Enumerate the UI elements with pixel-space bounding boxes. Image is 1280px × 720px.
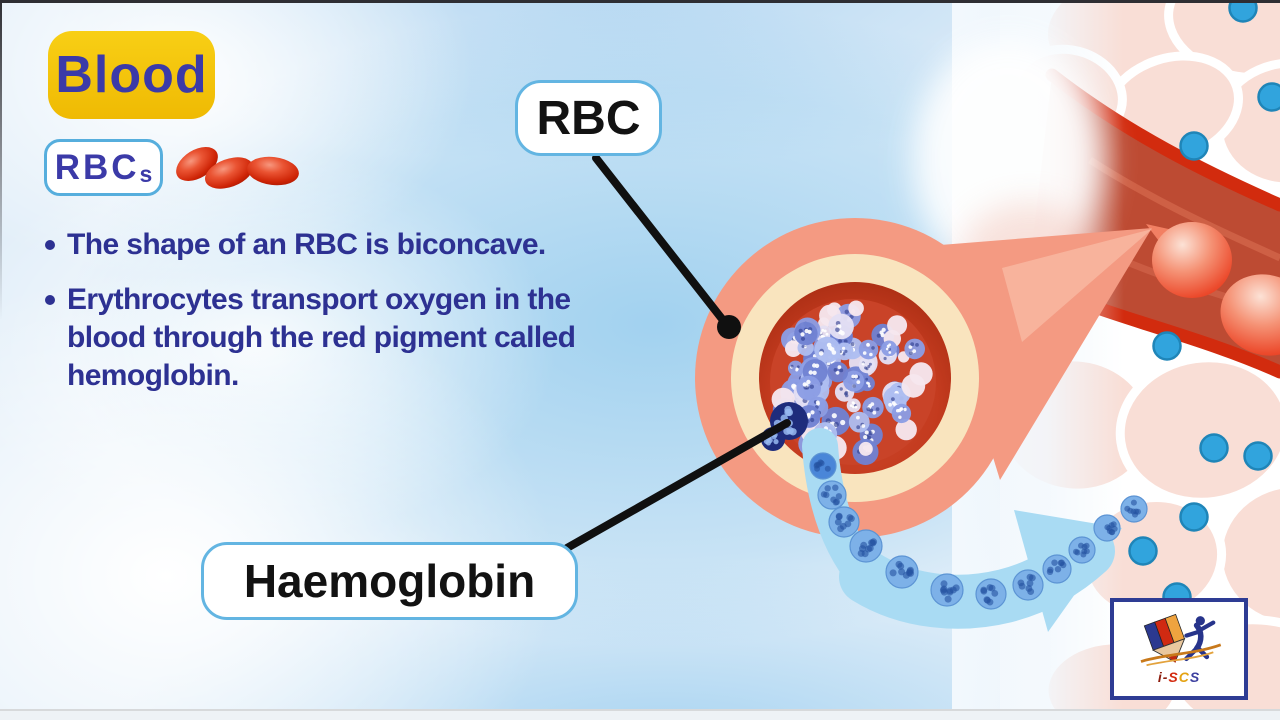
logo-letter: i- — [1157, 669, 1169, 685]
pointer-line-haemoglobin — [563, 419, 791, 552]
pencil-icon — [1143, 613, 1186, 663]
title-badge: Blood — [48, 31, 215, 119]
red-blood-cells — [176, 146, 299, 189]
logo-wordmark: i-SCS — [1158, 669, 1200, 685]
page-title: Blood — [55, 46, 208, 104]
bullet-item: Erythrocytes transport oxygen in the blo… — [40, 281, 655, 395]
rbcs-badge: RBC s — [44, 139, 163, 196]
logo-letter: S — [1189, 669, 1201, 685]
pointer-line-rbc — [592, 154, 741, 339]
logo-graphic — [1140, 613, 1222, 667]
frame-left-edge — [0, 0, 2, 320]
rbcs-badge-label: RBC — [54, 147, 140, 187]
rbcs-badge-suffix: s — [139, 161, 153, 187]
bullet-list: The shape of an RBC is biconcave. Erythr… — [40, 226, 655, 412]
logo-swoosh-2 — [1146, 651, 1214, 667]
oxygen-dots — [1128, 0, 1280, 612]
frame-bottom-edge — [0, 709, 1280, 720]
haemoglobin-callout-label: Haemoglobin — [201, 542, 578, 620]
oxygenated-molecules — [809, 452, 1148, 610]
vessel-rbc — [1146, 222, 1280, 356]
haemoglobin-callout-text: Haemoglobin — [243, 555, 536, 607]
frame-top-edge — [0, 0, 1280, 3]
logo-letter: C — [1178, 669, 1190, 685]
rbc-callout-text: RBC — [536, 91, 641, 145]
channel-logo: i-SCS — [1110, 598, 1248, 700]
logo-swoosh — [1140, 643, 1222, 663]
rbc-cross-section — [695, 218, 1015, 538]
logo-letter: S — [1168, 669, 1179, 685]
bullet-item: The shape of an RBC is biconcave. — [40, 226, 655, 264]
rbc-callout-label: RBC — [515, 80, 662, 156]
